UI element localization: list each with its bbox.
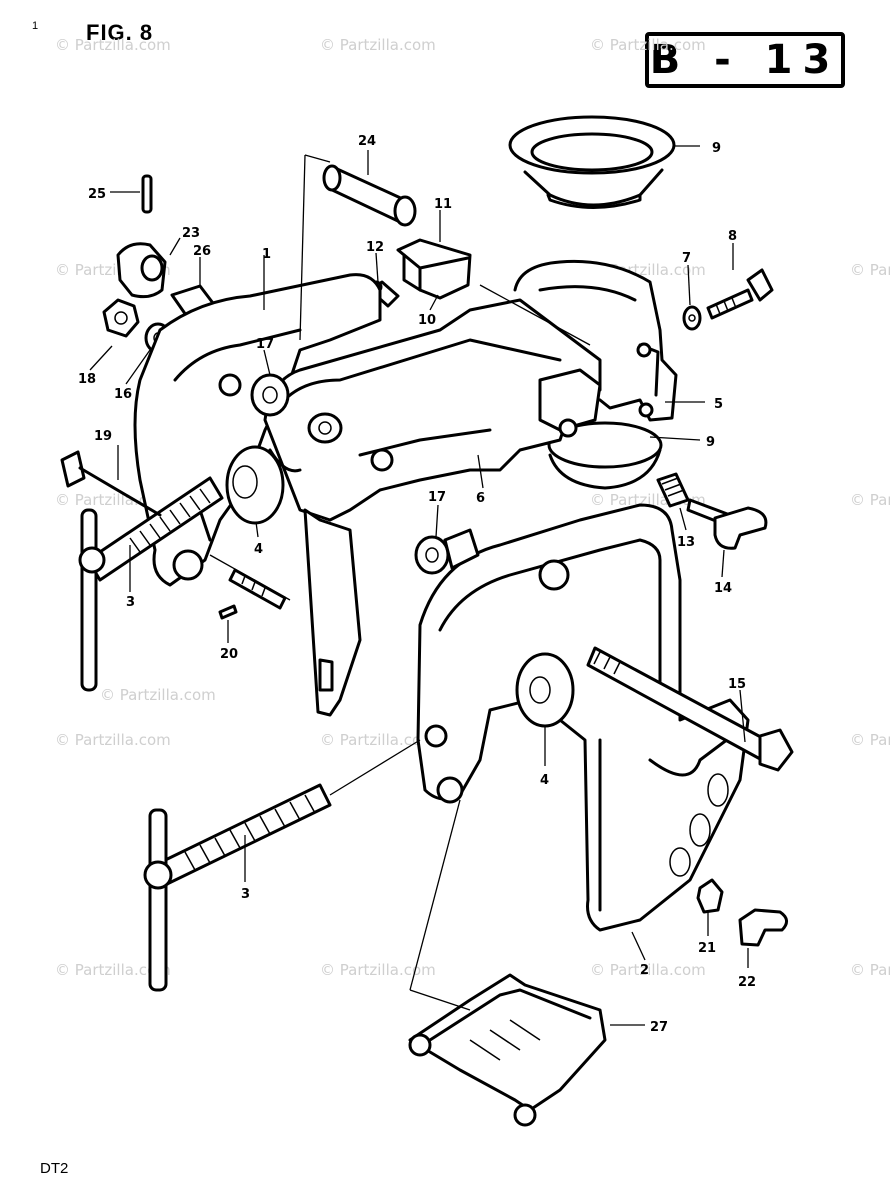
- watermark-text: © Partzilla.com: [850, 731, 890, 749]
- leader-lines: [89, 145, 749, 1026]
- callout-16: 16: [114, 387, 132, 402]
- callout-19: 19: [94, 429, 112, 444]
- watermark-text: © Partzilla.com: [850, 261, 890, 279]
- watermark-text: © Partzilla.com: [590, 961, 706, 979]
- watermark-text: © Partzilla.com: [320, 36, 436, 54]
- callout-17: 17: [428, 490, 446, 505]
- callout-25: 25: [88, 187, 106, 202]
- watermark-text: © Partzilla.com: [320, 731, 436, 749]
- callout-26: 26: [193, 244, 211, 259]
- callout-18: 18: [78, 372, 96, 387]
- callout-4: 4: [540, 773, 549, 788]
- callout-1: 1: [262, 247, 271, 262]
- callout-labels: 1 2 3 3 4 4 5 6 7 8 9 9 10 11 12 13 14 1…: [78, 134, 756, 1035]
- callout-8: 8: [728, 229, 737, 244]
- pin-icon: [322, 164, 417, 227]
- watermark-text: © Partzilla.com: [55, 731, 171, 749]
- bolt-icon: [706, 268, 774, 320]
- figure-label: FIG. 8: [86, 20, 154, 45]
- callout-4: 4: [254, 542, 263, 557]
- callout-22: 22: [738, 975, 756, 990]
- through-bolt-icon: [586, 646, 794, 772]
- callout-3: 3: [126, 595, 135, 610]
- bushing-ring-icon: [508, 115, 676, 209]
- nut-cap-icon: [116, 242, 167, 299]
- callout-14: 14: [714, 581, 732, 596]
- callout-10: 10: [418, 313, 436, 328]
- nut-icon: [102, 298, 140, 338]
- callout-23: 23: [182, 226, 200, 241]
- clip-icon: [396, 238, 472, 300]
- callout-7: 7: [682, 251, 691, 266]
- washer-icon: [682, 305, 702, 331]
- callout-3: 3: [241, 887, 250, 902]
- clamp-pad-icon: [408, 973, 607, 1127]
- callout-2: 2: [640, 963, 649, 978]
- watermark-text: © Partzilla.com: [55, 36, 171, 54]
- callout-9: 9: [712, 141, 721, 156]
- section-code-box: B - 13: [645, 32, 845, 88]
- nut-icon: [696, 878, 724, 914]
- callout-21: 21: [698, 941, 716, 956]
- wing-bolt-icon: [686, 498, 768, 550]
- callout-24: 24: [358, 134, 376, 149]
- clamp-screw-icon: [143, 783, 332, 992]
- callout-11: 11: [434, 197, 452, 212]
- model-code: DT2: [40, 1160, 69, 1177]
- watermark-text: © Partzilla.com: [100, 686, 216, 704]
- bolt-icon: [60, 450, 162, 517]
- callout-17: 17: [256, 337, 274, 352]
- watermark-text: © Partzilla.com: [850, 491, 890, 509]
- clamp-pad-icon: [225, 445, 285, 525]
- clamp-screw-icon: [78, 476, 224, 692]
- callout-6: 6: [476, 491, 485, 506]
- callout-13: 13: [677, 535, 695, 550]
- washer-icon: [414, 528, 480, 575]
- pin-icon: [218, 568, 287, 620]
- swivel-bracket-icon: [263, 298, 602, 522]
- callout-9: 9: [706, 435, 715, 450]
- watermark-text: © Partzilla.com: [850, 961, 890, 979]
- callout-12: 12: [366, 240, 384, 255]
- callout-27: 27: [650, 1020, 668, 1035]
- clamp-pad-icon: [515, 652, 575, 728]
- watermark-text: © Partzilla.com: [590, 36, 706, 54]
- cotter-pin-icon: [141, 174, 153, 214]
- watermark-text: © Partzilla.com: [55, 961, 171, 979]
- washer-icon: [250, 373, 290, 417]
- watermark-text: © Partzilla.com: [320, 961, 436, 979]
- callout-20: 20: [220, 647, 238, 662]
- swivel-clamp-icon: [513, 259, 678, 490]
- wing-nut-icon: [738, 908, 788, 947]
- page-mark: 1: [32, 20, 39, 32]
- callout-5: 5: [714, 397, 723, 412]
- spring-icon: [656, 472, 690, 508]
- callout-15: 15: [728, 677, 746, 692]
